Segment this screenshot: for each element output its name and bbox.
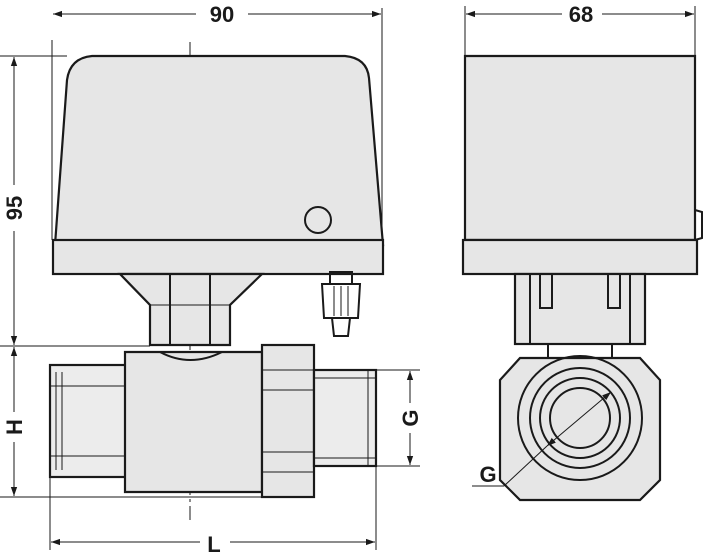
mounting-bracket: [117, 272, 265, 347]
union-nut: [260, 343, 316, 499]
valve-inlet: [48, 363, 132, 479]
port-ring-mid: [529, 367, 631, 469]
dim-label-95: 95: [2, 196, 27, 220]
indicator-icon: [304, 206, 332, 234]
front-view: 90 95 H L G: [0, 0, 424, 557]
valve-outlet: [312, 368, 378, 468]
dim-line-g-side: [546, 391, 612, 447]
dim-label-g-front: G: [398, 409, 423, 426]
side-bracket: [513, 272, 647, 346]
dim-label-l: L: [207, 532, 220, 557]
hex-nut: [498, 356, 662, 502]
cable-gland: [320, 271, 362, 337]
dim-label-90: 90: [210, 2, 234, 27]
port-ring-outer: [517, 355, 643, 481]
side-actuator-base: [461, 238, 699, 276]
side-view: G 68: [461, 0, 703, 502]
valve-body: [123, 350, 264, 494]
actuator-base: [51, 238, 385, 276]
dim-label-g-side: G: [479, 462, 496, 487]
port-ring-inner: [539, 377, 621, 459]
dim-label-h: H: [2, 419, 27, 435]
dim-label-68: 68: [569, 2, 593, 27]
actuator-cover: [53, 54, 385, 247]
side-actuator-cover: [463, 54, 697, 242]
